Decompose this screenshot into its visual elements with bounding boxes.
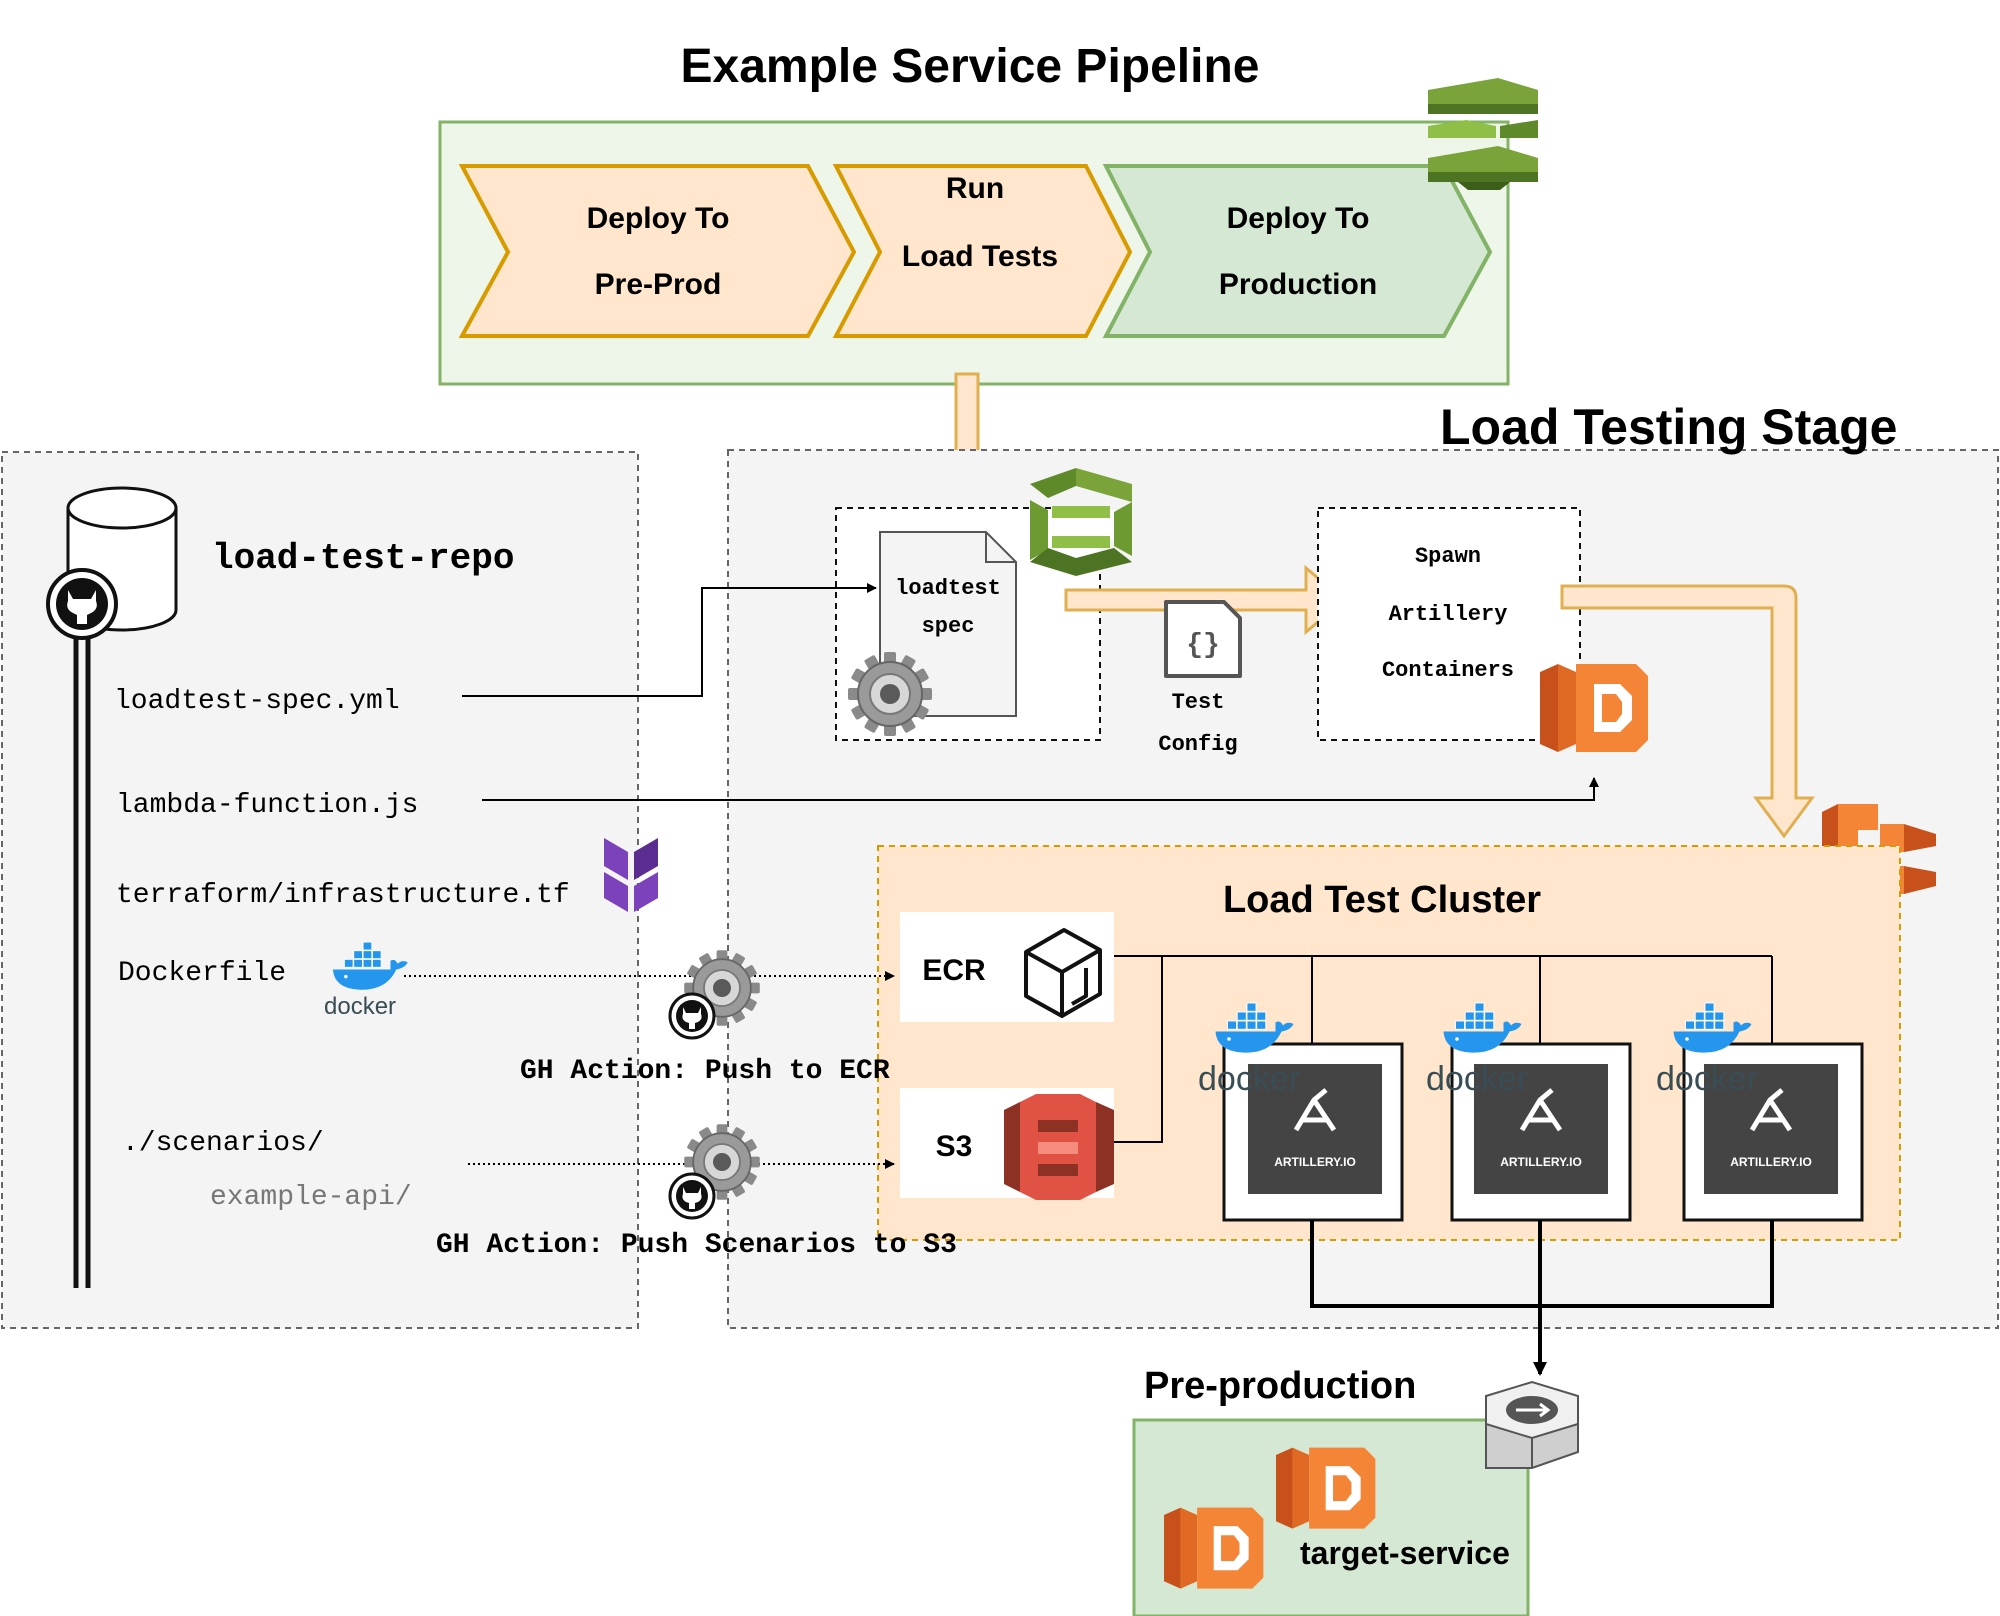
registry-connectors [1114, 955, 1772, 1143]
spec-doc-line2: spec [922, 614, 975, 639]
lambda-icon [1540, 664, 1648, 752]
lambda-icon [1276, 1447, 1376, 1529]
terraform-icon [604, 838, 658, 912]
artillery-label: ARTILLERY.IO [1730, 1155, 1812, 1169]
json-file-icon: {} [1164, 600, 1242, 678]
file-terraform: terraform/infrastructure.tf [116, 880, 570, 911]
stage-run-load-tests-line2: Load Tests [902, 240, 1058, 273]
docker-word-2: docker [1426, 1060, 1528, 1098]
artillery-container-1: ARTILLERY.IO [1222, 1042, 1404, 1222]
spec-doc-line1: loadtest [895, 576, 1001, 601]
file-lambda-function: lambda-function.js [116, 790, 418, 821]
artillery-label: ARTILLERY.IO [1500, 1155, 1582, 1169]
spawn-box [1317, 507, 1581, 741]
docker-icon-word: docker [324, 993, 396, 1020]
ecr-card [900, 912, 1114, 1022]
spawn-line3: Containers [1382, 658, 1514, 683]
docker-word-3: docker [1656, 1060, 1758, 1098]
stage-deploy-preprod-line1: Deploy To [587, 202, 730, 235]
stage-deploy-preprod-line2: Pre-Prod [595, 268, 722, 301]
file-loadtest-spec: loadtest-spec.yml [114, 686, 400, 717]
router-icon [1485, 1380, 1579, 1469]
docker-word-1: docker [1198, 1060, 1300, 1098]
file-example-api-dir: example-api/ [210, 1182, 412, 1213]
spawn-line1: Spawn [1415, 544, 1481, 569]
preprod-title: Pre-production [1144, 1365, 1416, 1407]
file-dockerfile: Dockerfile [118, 958, 286, 989]
ecr-icon [1024, 928, 1102, 1018]
artillery-container-2: ARTILLERY.IO [1450, 1042, 1632, 1222]
pipeline-title: Example Service Pipeline [681, 40, 1260, 93]
artillery-icon [1293, 1088, 1337, 1132]
codebuild-icon [1030, 468, 1132, 576]
gh-action-ecr: GH Action: Push to ECR [520, 1056, 890, 1087]
s3-icon [1004, 1094, 1114, 1200]
artillery-label: ARTILLERY.IO [1274, 1155, 1356, 1169]
file-scenarios-dir: ./scenarios/ [122, 1128, 324, 1159]
stage-run-load-tests-line1: Run [946, 172, 1004, 205]
ecr-label: ECR [922, 954, 986, 987]
spawn-to-cluster-arrow [1560, 584, 1815, 839]
github-icon [46, 568, 118, 640]
stage-title: Load Testing Stage [1440, 399, 1897, 455]
test-config-line2: Config [1158, 732, 1237, 757]
target-service-label: target-service [1300, 1535, 1510, 1571]
github-icon [668, 992, 716, 1040]
svg-text:{}: {} [1186, 630, 1220, 661]
gh-action-s3: GH Action: Push Scenarios to S3 [436, 1230, 957, 1261]
s3-label: S3 [936, 1130, 973, 1163]
stage-deploy-production-line1: Deploy To [1227, 202, 1370, 235]
artillery-icon [1749, 1088, 1793, 1132]
lambda-icon [1164, 1507, 1264, 1589]
stage-deploy-preprod: Deploy To Pre-Prod [458, 164, 857, 338]
github-icon [668, 1172, 716, 1220]
test-config-line1: Test [1172, 690, 1225, 715]
artillery-icon [1519, 1088, 1563, 1132]
stage-deploy-production-line2: Production [1219, 268, 1377, 301]
artillery-container-3: ARTILLERY.IO [1682, 1042, 1864, 1222]
stage-deploy-production: Deploy To Production [1102, 164, 1493, 338]
spawn-line2: Artillery [1389, 602, 1508, 627]
lambda-to-spawn-connector [482, 777, 1599, 801]
stage-run-load-tests: Run Load Tests [832, 164, 1133, 338]
spec-to-codebuild-connector [462, 583, 877, 697]
codepipeline-icon [1428, 78, 1538, 190]
repo-name: load-test-repo [212, 538, 514, 579]
cluster-title: Load Test Cluster [1223, 879, 1541, 921]
